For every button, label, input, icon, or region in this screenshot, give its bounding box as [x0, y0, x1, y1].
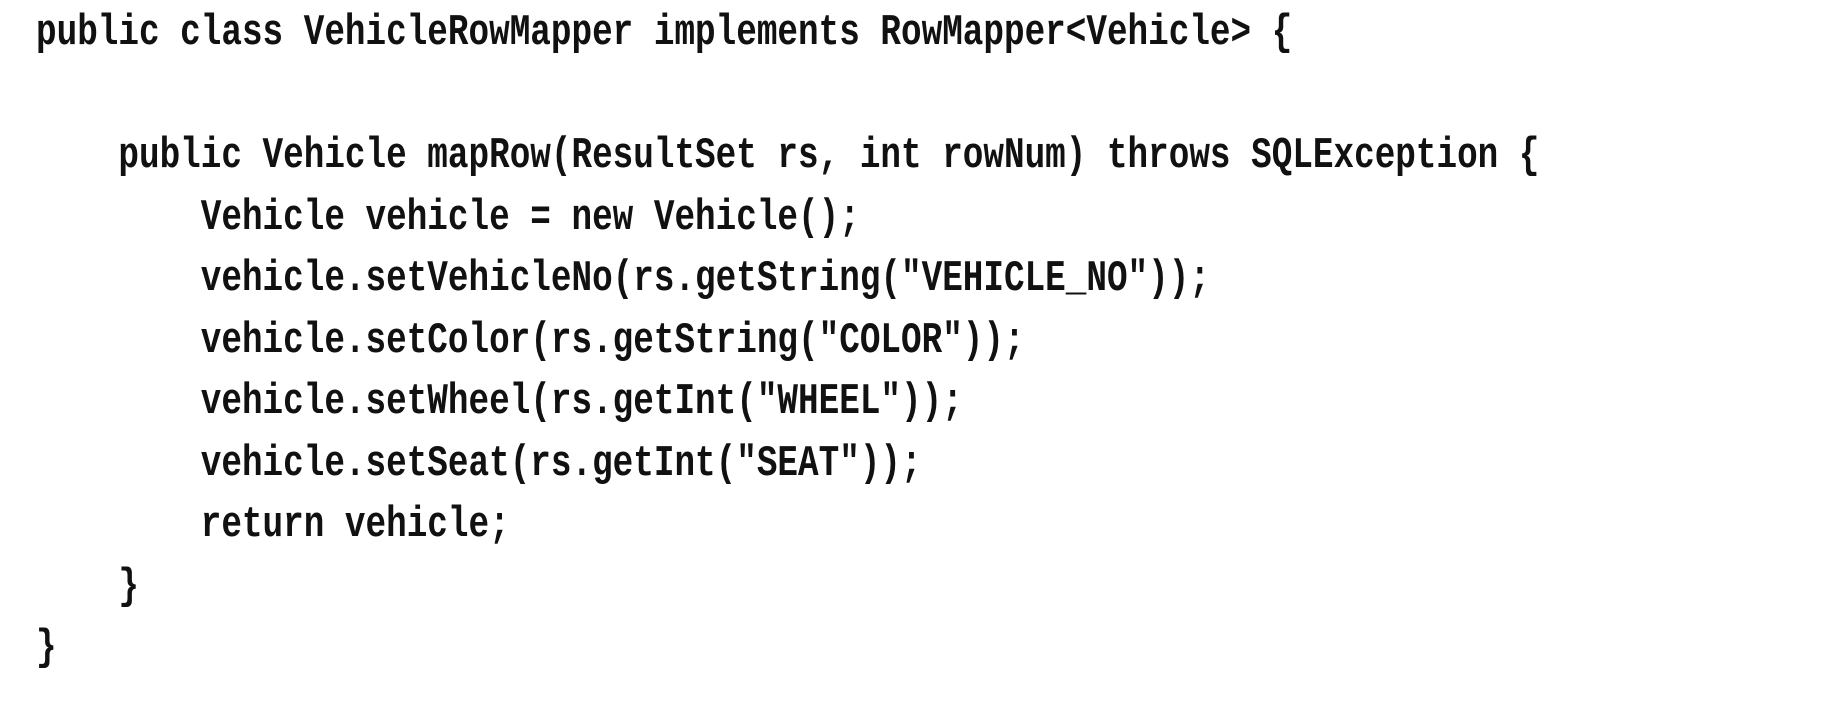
code-line: Vehicle vehicle = new Vehicle(); [36, 192, 860, 243]
code-line: vehicle.setVehicleNo(rs.getString("VEHIC… [36, 254, 1210, 304]
code-line: public class VehicleRowMapper implements… [36, 8, 1293, 58]
code-line: return vehicle; [36, 500, 510, 550]
code-line: vehicle.setColor(rs.getString("COLOR")); [36, 315, 1025, 366]
code-line [36, 65, 1539, 127]
code-block: public class VehicleRowMapper implements… [36, 3, 1539, 680]
code-line: vehicle.setWheel(rs.getInt("WHEEL")); [36, 377, 963, 427]
code-line: } [36, 623, 57, 673]
code-line: vehicle.setSeat(rs.getInt("SEAT")); [36, 438, 922, 489]
code-line: public Vehicle mapRow(ResultSet rs, int … [36, 131, 1540, 181]
code-line: } [36, 561, 139, 612]
